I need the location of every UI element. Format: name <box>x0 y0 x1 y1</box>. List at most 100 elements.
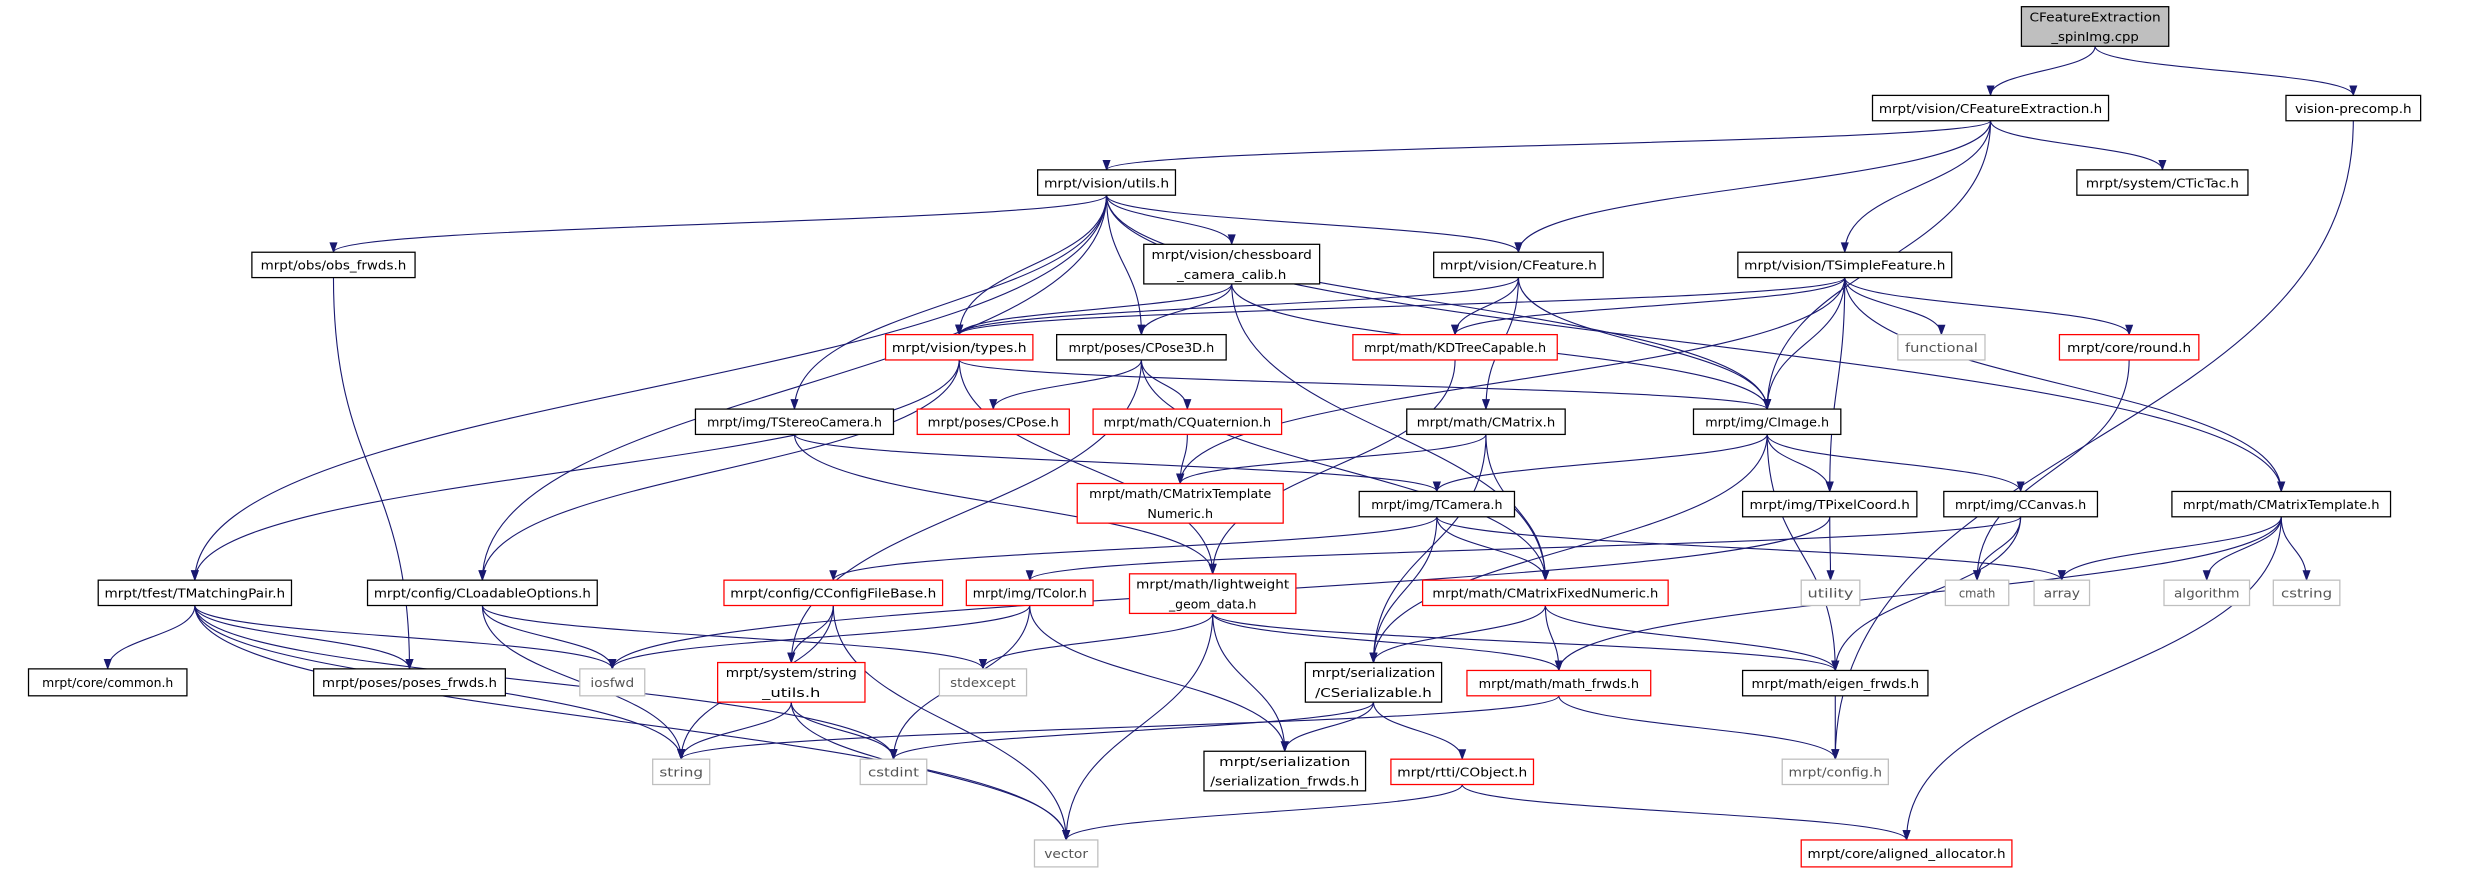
edge-mathfrwds-to-config <box>1558 695 1840 761</box>
node-cimage[interactable]: mrpt/img/CImage.h <box>1692 408 1842 436</box>
node-box <box>2285 94 2422 122</box>
arrowhead-icon <box>2202 570 2211 582</box>
arrowhead-icon <box>677 749 686 761</box>
node-label: mrpt/img/TStereoCamera.h <box>707 414 882 429</box>
node-label: /serialization_frwds.h <box>1210 774 1359 789</box>
node-tmatch[interactable]: mrpt/tfest/TMatchingPair.h <box>97 579 293 607</box>
arrowhead-icon <box>2349 85 2358 97</box>
node-box <box>965 579 1094 607</box>
node-config[interactable]: mrpt/config.h <box>1781 758 1889 786</box>
arrowhead-icon <box>889 749 898 761</box>
node-cobject[interactable]: mrpt/rtti/CObject.h <box>1390 758 1535 786</box>
node-aligned[interactable]: mrpt/core/aligned_allocator.h <box>1800 839 2013 868</box>
edge-line <box>1766 434 1836 671</box>
edge-cfe-to-cfeature <box>1514 120 1992 254</box>
edge-tsimple-to-cmtn <box>1176 277 1846 485</box>
node-label: mrpt/math/eigen_frwds.h <box>1751 676 1919 691</box>
node-box <box>1352 333 1558 361</box>
node-root[interactable]: CFeatureExtraction_spinImg.cpp <box>2020 6 2170 47</box>
node-cmath[interactable]: cmath <box>1944 579 2010 607</box>
edge-utils-to-cpose3d <box>1105 195 1146 336</box>
node-round[interactable]: mrpt/core/round.h <box>2058 333 2200 361</box>
arrowhead-icon <box>1541 570 1550 582</box>
edge-tsimple-to-functional <box>1844 277 1946 336</box>
node-eigenfrwds[interactable]: mrpt/math/eigen_frwds.h <box>1741 669 1929 697</box>
node-cmfn[interactable]: mrpt/math/CMatrixFixedNumeric.h <box>1421 579 1669 607</box>
node-cmatrix[interactable]: mrpt/math/CMatrix.h <box>1406 408 1566 436</box>
node-string[interactable]: string <box>652 758 711 786</box>
node-label: mrpt/poses/poses_frwds.h <box>322 675 497 690</box>
edge-tsimple-to-cmt <box>1844 277 2286 493</box>
node-array[interactable]: array <box>2033 579 2091 607</box>
arrowhead-icon <box>1831 660 1840 672</box>
edge-line <box>1844 277 2130 335</box>
node-utility[interactable]: utility <box>1800 579 1861 607</box>
node-lwgeom[interactable]: mrpt/math/lightweight_geom_data.h <box>1128 573 1297 615</box>
node-label: CFeatureExtraction <box>2029 9 2160 24</box>
node-label: mrpt/vision/chessboard <box>1152 247 1312 262</box>
node-tictac[interactable]: mrpt/system/CTicTac.h <box>2076 169 2249 196</box>
node-obsfrwds[interactable]: mrpt/obs/obs_frwds.h <box>251 251 416 279</box>
arrowhead-icon <box>1514 242 1523 254</box>
node-box <box>2171 490 2392 518</box>
node-vector[interactable]: vector <box>1033 839 1099 868</box>
node-stdexcept[interactable]: stdexcept <box>938 668 1028 697</box>
edge-line <box>1140 359 1546 581</box>
arrowhead-icon <box>1208 563 1217 575</box>
node-cser[interactable]: mrpt/serialization/CSerializable.h <box>1304 661 1443 703</box>
edge-cmt-to-cstring <box>2280 516 2311 582</box>
node-label: vision-precomp.h <box>2295 101 2412 116</box>
node-posesfrwds[interactable]: mrpt/poses/poses_frwds.h <box>313 668 506 697</box>
node-cstring[interactable]: cstring <box>2272 579 2341 607</box>
node-mathfrwds[interactable]: mrpt/math/math_frwds.h <box>1466 669 1652 697</box>
node-cstdint[interactable]: cstdint <box>859 758 928 786</box>
edge-types-to-cload <box>478 359 960 582</box>
edge-line <box>194 605 613 670</box>
edge-line <box>1461 784 1908 841</box>
node-cpose3d[interactable]: mrpt/poses/CPose3D.h <box>1056 333 1227 361</box>
node-tstereo[interactable]: mrpt/img/TStereoCamera.h <box>694 408 895 436</box>
node-utils[interactable]: mrpt/vision/utils.h <box>1037 169 1177 196</box>
node-iosfwd[interactable]: iosfwd <box>579 668 646 697</box>
node-chess[interactable]: mrpt/vision/chessboard_camera_calib.h <box>1143 243 1321 285</box>
arrowhead-icon <box>1840 242 1849 254</box>
node-types[interactable]: mrpt/vision/types.h <box>884 333 1034 361</box>
arrowhead-icon <box>1137 324 1146 336</box>
edge-cser-to-serfrwds <box>1280 702 1375 753</box>
node-precomp[interactable]: vision-precomp.h <box>2285 94 2422 122</box>
node-cfe[interactable]: mrpt/vision/CFeatureExtraction.h <box>1871 94 2110 122</box>
node-ccfg[interactable]: mrpt/config/CConfigFileBase.h <box>723 579 944 607</box>
node-strutils[interactable]: mrpt/system/string_utils.h <box>717 661 866 703</box>
node-functional[interactable]: functional <box>1897 333 1986 361</box>
node-tcamera[interactable]: mrpt/img/TCamera.h <box>1358 490 1516 518</box>
node-serfrwds[interactable]: mrpt/serialization/serialization_frwds.h <box>1203 750 1367 792</box>
node-box <box>1128 573 1297 615</box>
edge-utils-to-cload <box>478 195 1108 582</box>
node-algorithm[interactable]: algorithm <box>2163 579 2251 607</box>
node-cfeature[interactable]: mrpt/vision/CFeature.h <box>1433 251 1604 279</box>
node-box <box>1143 243 1321 285</box>
node-tpixel[interactable]: mrpt/img/TPixelCoord.h <box>1741 490 1918 518</box>
edge-line <box>1834 120 2354 760</box>
arrowhead-icon <box>1902 830 1911 842</box>
edge-ccanvas-to-cmath <box>1973 516 2022 582</box>
edge-cmfn-to-eigenfrwds <box>1544 605 1840 672</box>
node-cpose[interactable]: mrpt/poses/CPose.h <box>916 408 1070 436</box>
node-kdtree[interactable]: mrpt/math/KDTreeCapable.h <box>1352 333 1558 361</box>
node-common[interactable]: mrpt/core/common.h <box>27 668 188 697</box>
node-label: cstring <box>2281 586 2332 601</box>
node-ccanvas[interactable]: mrpt/img/CCanvas.h <box>1943 490 2099 518</box>
node-tsimple[interactable]: mrpt/vision/TSimpleFeature.h <box>1737 251 1953 279</box>
edge-chess-to-types <box>955 283 1233 336</box>
node-cload[interactable]: mrpt/config/CLoadableOptions.h <box>366 579 598 607</box>
node-box <box>1944 579 2010 607</box>
node-cquat[interactable]: mrpt/math/CQuaternion.h <box>1092 408 1283 436</box>
node-tcolor[interactable]: mrpt/img/TColor.h <box>965 579 1094 607</box>
node-box <box>723 579 944 607</box>
edge-line <box>1436 434 1768 492</box>
node-box <box>251 251 416 279</box>
node-cmt[interactable]: mrpt/math/CMatrixTemplate.h <box>2171 490 2392 518</box>
node-label: Numeric.h <box>1147 506 1213 521</box>
